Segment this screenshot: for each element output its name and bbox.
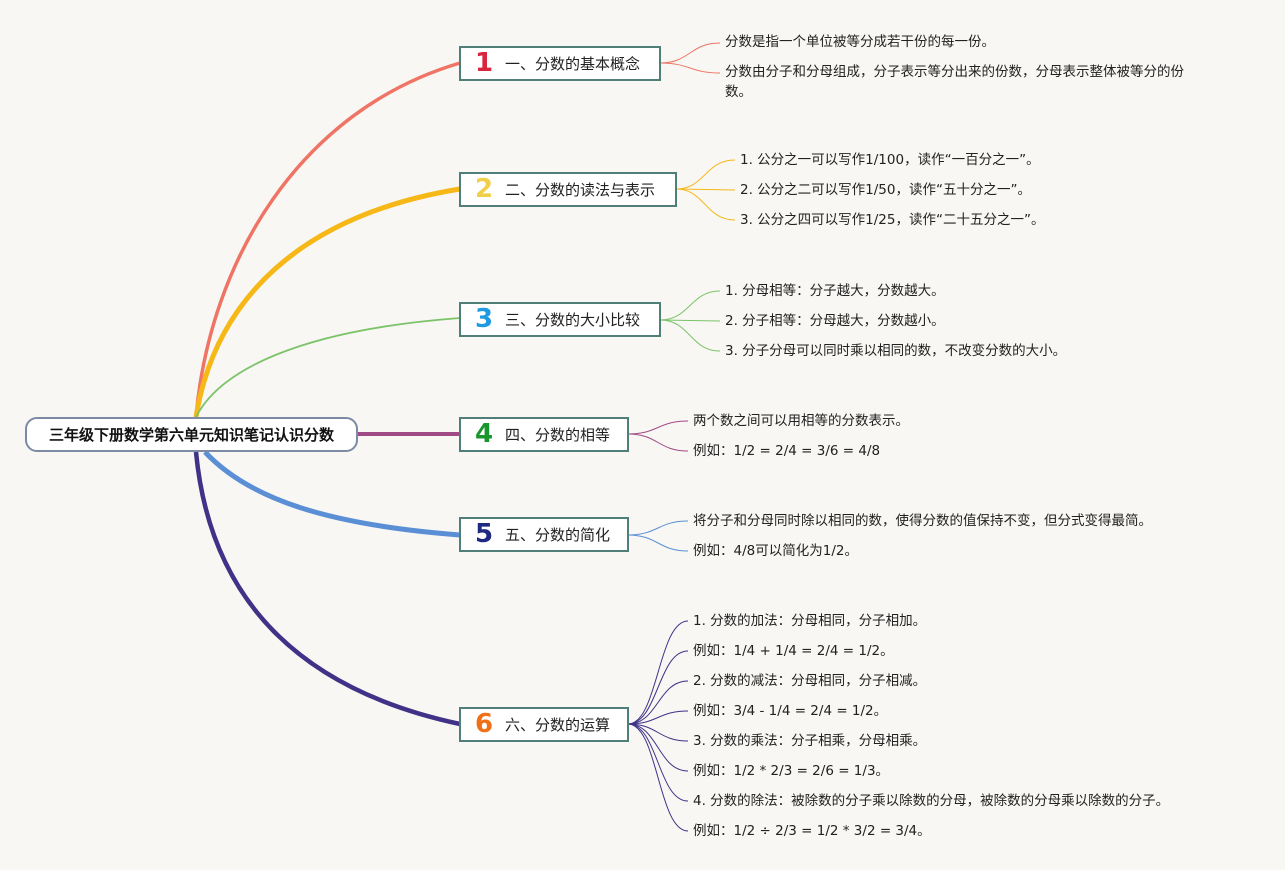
root-node[interactable]: 三年级下册数学第六单元知识笔记认识分数	[25, 417, 358, 452]
branch-node-2[interactable]: 2 二、分数的读法与表示	[459, 172, 677, 207]
connector-root-b2	[193, 186, 461, 418]
leaf-connector	[659, 290, 721, 321]
leaf-text: 1. 分母相等：分子越大，分数越大。	[725, 283, 945, 299]
leaf-text: 3. 分子分母可以同时乘以相同的数，不改变分数的大小。	[725, 343, 1067, 359]
number-1-icon: 1	[474, 47, 494, 78]
leaf-text: 2. 公分之二可以写作1/50，读作“五十分之一”。	[740, 182, 1031, 198]
leaf-text: 两个数之间可以用相等的分数表示。	[693, 413, 909, 429]
leaf-connector	[627, 650, 689, 725]
number-3-icon: 3	[474, 303, 494, 334]
leaf-connector	[659, 42, 721, 64]
leaf-text: 例如：3/4 - 1/4 = 2/4 = 1/2。	[693, 703, 888, 719]
branch-label: 二、分数的读法与表示	[505, 181, 656, 199]
leaf-connector	[627, 723, 689, 772]
leaf-connector	[659, 62, 721, 74]
number-2-icon: 2	[474, 173, 494, 204]
branch-label: 六、分数的运算	[505, 716, 611, 734]
branch-node-1[interactable]: 1 一、分数的基本概念	[459, 46, 661, 81]
branch-node-5[interactable]: 5 五、分数的简化	[459, 517, 629, 552]
leaf-text: 2. 分数的减法：分母相同，分子相减。	[693, 673, 927, 689]
leaf-text: 例如：1/2 = 2/4 = 3/6 = 4/8	[693, 443, 881, 459]
leaf-text: 例如：1/4 + 1/4 = 2/4 = 1/2。	[693, 643, 894, 659]
leaf-text: 3. 分数的乘法：分子相乘，分母相乘。	[693, 733, 927, 749]
branch-label: 五、分数的简化	[505, 526, 611, 544]
leaf-connector	[627, 520, 689, 536]
connector-root-b3	[195, 317, 461, 418]
leaf-connector	[627, 723, 689, 802]
leaf-text: 1. 公分之一可以写作1/100，读作“一百分之一”。	[740, 152, 1040, 168]
leaf-text: 分数由分子和分母组成，分子表示等分出来的份数，分母表示整体被等分的份数。	[725, 64, 1184, 100]
leaf-connector	[627, 680, 689, 725]
number-5-icon: 5	[474, 518, 494, 549]
leaf-text: 例如：1/2 ÷ 2/3 = 1/2 * 3/2 = 3/4。	[693, 823, 931, 839]
leaf-connector	[627, 534, 689, 552]
connector-root-b1	[194, 61, 461, 418]
connector-root-b5	[203, 450, 461, 538]
leaf-text: 4. 分数的除法：被除数的分子乘以除数的分母，被除数的分母乘以除数的分子。	[693, 793, 1170, 809]
leaf-text: 例如：4/8可以简化为1/2。	[693, 543, 858, 559]
branch-label: 一、分数的基本概念	[505, 55, 641, 73]
leaf-connector	[627, 420, 689, 435]
leaf-connector	[627, 433, 689, 452]
leaf-text: 3. 公分之四可以写作1/25，读作“二十五分之一”。	[740, 212, 1045, 228]
leaf-connector	[627, 723, 689, 742]
leaf-connector	[659, 319, 721, 352]
number-6-icon: 6	[474, 708, 494, 739]
leaf-connector	[675, 159, 736, 190]
connector-root-b6	[193, 451, 461, 727]
root-label: 三年级下册数学第六单元知识笔记认识分数	[48, 426, 334, 444]
number-4-icon: 4	[474, 418, 494, 449]
branch-node-6[interactable]: 6 六、分数的运算	[459, 707, 629, 742]
leaf-connector	[675, 188, 736, 191]
leaf-connector	[627, 620, 689, 725]
branch-node-4[interactable]: 4 四、分数的相等	[459, 417, 629, 452]
leaf-text: 将分子和分母同时除以相同的数，使得分数的值保持不变，但分式变得最简。	[693, 513, 1152, 529]
leaf-connector	[627, 710, 689, 725]
branch-label: 四、分数的相等	[505, 426, 611, 444]
leaf-connector	[627, 723, 689, 832]
leaf-text: 分数是指一个单位被等分成若干份的每一份。	[725, 34, 995, 50]
leaf-text: 2. 分子相等：分母越大，分数越小。	[725, 313, 945, 329]
leaf-text: 1. 分数的加法：分母相同，分子相加。	[693, 613, 927, 629]
branch-label: 三、分数的大小比较	[505, 311, 641, 329]
leaf-connector	[659, 319, 721, 322]
branch-node-3[interactable]: 3 三、分数的大小比较	[459, 302, 661, 337]
leaf-connector	[675, 188, 736, 221]
leaf-text: 例如：1/2 * 2/3 = 2/6 = 1/3。	[693, 763, 890, 779]
